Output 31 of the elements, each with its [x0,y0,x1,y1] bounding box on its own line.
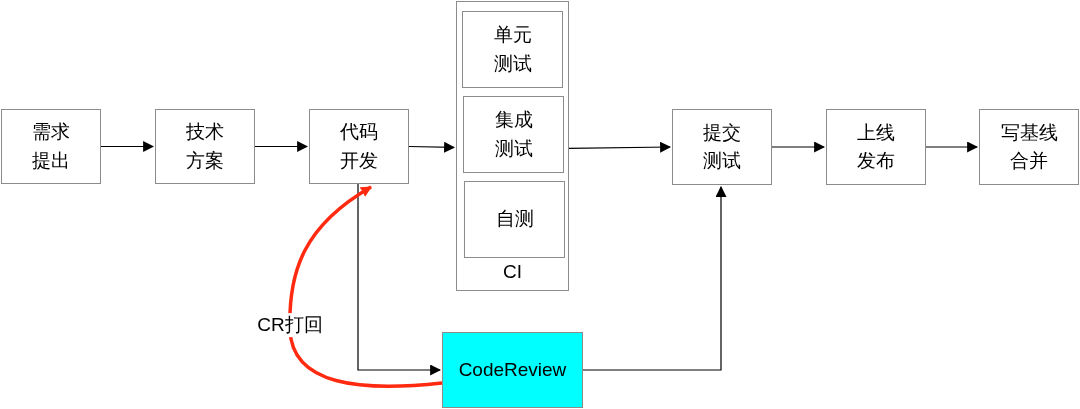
process-box [826,109,926,185]
node-label: 需求提出 [31,120,71,173]
process-box [464,181,565,258]
process-box [442,332,583,408]
process-box [1,109,101,184]
arrow [582,185,727,371]
node-label: 提交测试 [702,120,742,173]
process-box [462,11,563,88]
arrow [100,141,155,152]
node-label: 上线发布 [856,120,896,173]
node-label: 写基线合并 [1000,120,1058,173]
process-box [979,109,1079,185]
group-container [456,1,569,291]
arrow [408,141,456,153]
node-label: 代码开发 [339,120,379,173]
process-box [463,96,564,173]
arrow [771,141,826,153]
node-label: 技术方案 [185,120,225,173]
arrow [357,183,442,376]
arrow [925,141,979,153]
arrow [288,185,443,388]
arrow [254,141,309,152]
process-box [155,109,255,184]
process-box [672,109,772,185]
arrow [568,141,672,153]
process-box [309,109,409,184]
node-label: 单元测试 [492,23,533,76]
node-label: 自测 [494,207,535,232]
node-label: 集成测试 [493,108,534,161]
node-label: CodeReview [458,357,567,382]
group-label: CI [503,259,522,284]
